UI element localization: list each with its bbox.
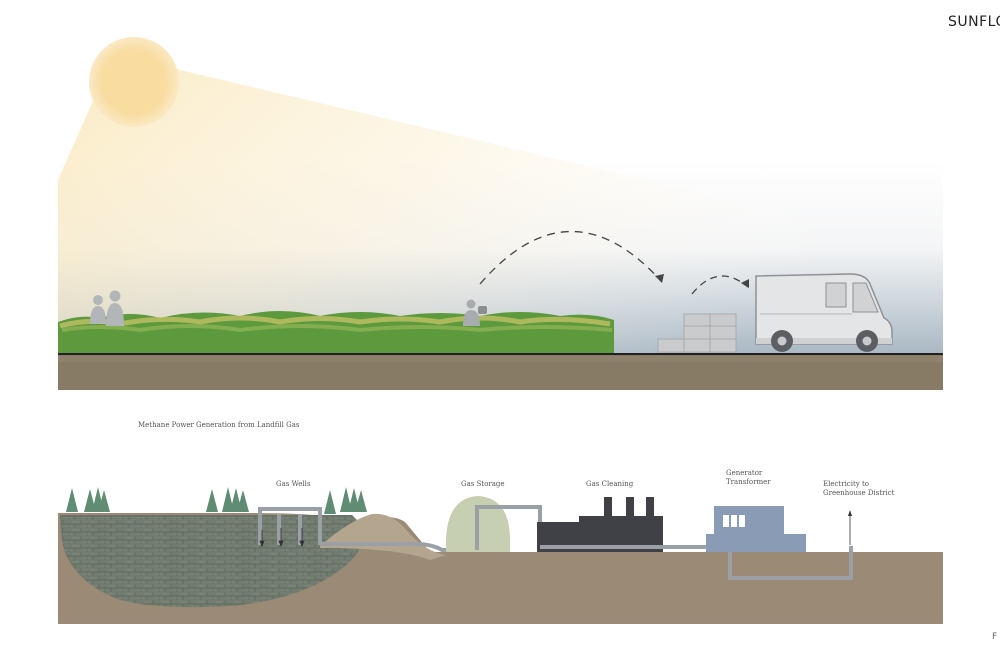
lower-scene: [58, 487, 943, 624]
delivery-truck: [755, 273, 893, 352]
landfill-cap-hill: [320, 513, 446, 560]
arrowhead-icon: [741, 279, 749, 288]
tree-group-left: [66, 487, 110, 512]
sun-beam: [58, 40, 943, 356]
transfer-arc-large: [479, 230, 663, 285]
well-arrow-icons: [259, 528, 305, 548]
landfill-cell: [60, 515, 364, 608]
label-gas-storage: Gas Storage: [461, 480, 505, 488]
soil-highlight: [58, 356, 943, 362]
produce-crates: [657, 313, 737, 353]
storage-pipe-loop: [475, 505, 540, 550]
generator-building: [706, 506, 806, 552]
arrowhead-icon: [655, 274, 664, 283]
harvester-figure: [463, 299, 487, 326]
electric-conduit: [728, 546, 853, 580]
tree-group-right: [324, 487, 367, 514]
sun-icon: [89, 37, 179, 127]
label-electricity-line2: Greenhouse District: [823, 489, 895, 497]
upper-scene: [58, 37, 943, 390]
label-gas-cleaning: Gas Cleaning: [586, 480, 634, 488]
tree-group-center: [206, 487, 249, 512]
label-electricity-line1: Electricity to: [823, 480, 869, 488]
farmer-figures: [90, 290, 124, 326]
label-generator-line2: Transformer: [726, 478, 771, 486]
arrowhead-icon: [848, 510, 852, 516]
label-electricity: Electricity to Greenhouse District: [823, 480, 895, 498]
label-generator: Generator Transformer: [726, 469, 771, 487]
panel-title: Methane Power Generation from Landfill G…: [138, 421, 300, 429]
cleaning-pipe-overlay: [540, 545, 710, 549]
label-gas-wells: Gas Wells: [276, 480, 311, 488]
brand-title: SUNFLOW: [948, 14, 1000, 30]
crop-field: [58, 311, 614, 354]
gas-wells: [258, 507, 322, 545]
label-generator-line1: Generator: [726, 469, 763, 477]
gas-cleaning-plant: [537, 497, 663, 552]
page-marker: F: [992, 632, 998, 642]
